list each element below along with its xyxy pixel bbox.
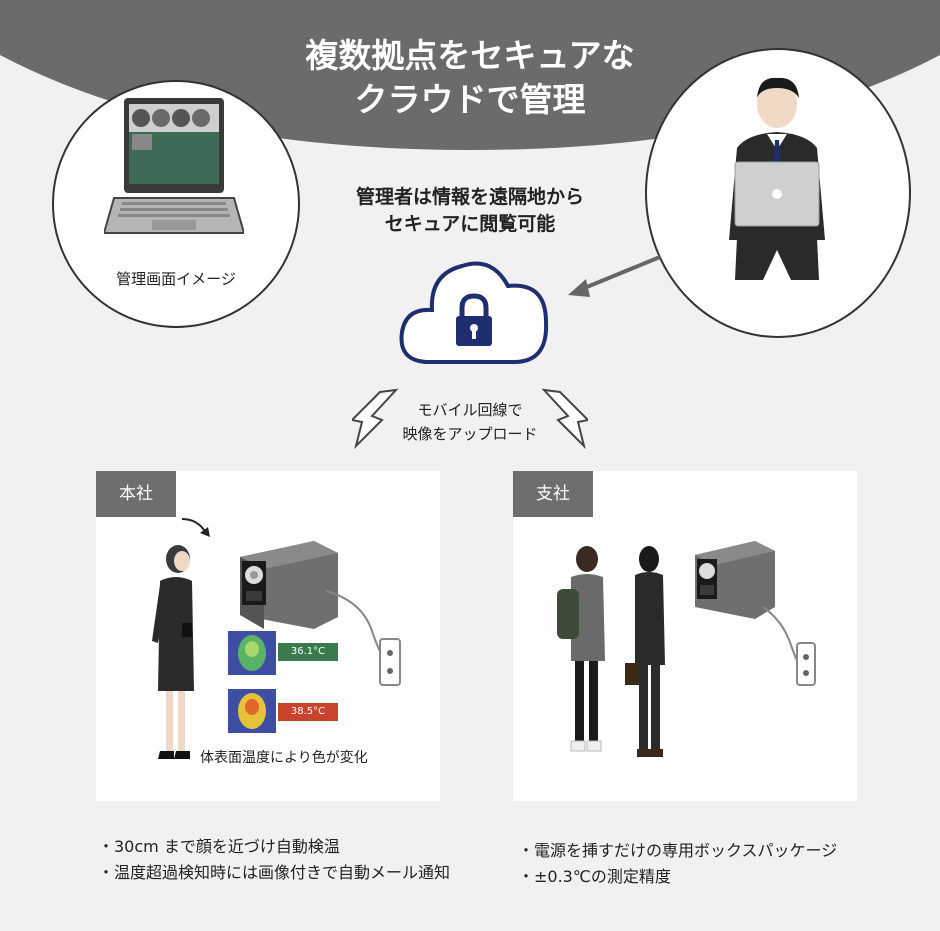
headquarters-panel: 本社 36.1°C: [96, 471, 440, 801]
cloud-description-line2: セキュアに閲覧可能: [384, 213, 556, 235]
branch-power-cable-icon: [762, 606, 816, 686]
thermal-camera-device-icon: [240, 541, 338, 629]
headquarters-tag: 本社: [96, 471, 176, 517]
man-with-briefcase-icon: [625, 546, 665, 757]
temp-label-high: 38.5°C: [278, 703, 338, 721]
thermal-face-high-icon: [228, 689, 276, 733]
access-arrow: [568, 255, 661, 297]
lock-icon: [456, 293, 492, 346]
admin-screen-circle: 管理画面イメージ: [52, 80, 300, 328]
administrator-circle: [645, 48, 911, 338]
banner-title-line2: クラウドで管理: [354, 80, 586, 119]
power-cable-icon: [325, 590, 401, 686]
approach-arrow-icon: [181, 518, 210, 537]
branch-camera-device-icon: [695, 541, 775, 619]
branch-office-panel: 支社: [513, 471, 857, 801]
woman-figure-icon: [152, 545, 194, 759]
upload-arrow-left-icon: [352, 388, 399, 450]
temp-label-normal: 36.1°C: [278, 643, 338, 661]
person-with-backpack-icon: [557, 546, 605, 752]
bullet-right-1: ・電源を挿すだけの専用ボックスパッケージ: [518, 841, 838, 860]
bullet-left-2: ・温度超過検知時には画像付きで自動メール通知: [98, 863, 451, 882]
bullet-right-2: ・±0.3℃の測定精度: [518, 867, 671, 886]
power-outlet-icon: [379, 638, 401, 686]
banner-title-line1: 複数拠点をセキュアな: [305, 36, 635, 75]
secure-cloud-icon: [399, 261, 549, 364]
bullet-left-1: ・30cm まで顔を近づけ自動検温: [98, 837, 340, 856]
upload-arrow-right-icon: [541, 388, 588, 450]
cloud-description-line1: 管理者は情報を遠隔地から: [355, 186, 584, 208]
upload-text-line2: 映像をアップロード: [402, 425, 538, 443]
businessman-icon: [729, 77, 825, 280]
thermal-face-normal-icon: [228, 631, 276, 675]
laptop-icon: [104, 98, 244, 234]
branch-office-tag: 支社: [513, 471, 593, 517]
thermal-caption: 体表面温度により色が変化: [200, 750, 368, 766]
laptop-caption: 管理画面イメージ: [116, 270, 236, 288]
upload-text-line1: モバイル回線で: [417, 401, 523, 419]
